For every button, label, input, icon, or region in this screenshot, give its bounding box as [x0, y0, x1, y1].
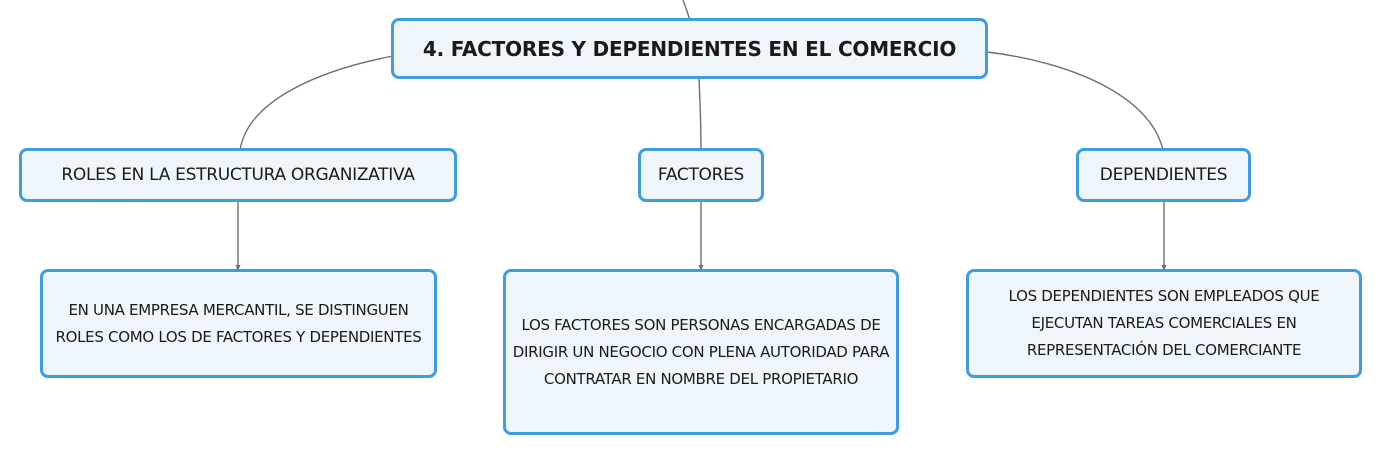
detail-text-factores: LOS FACTORES SON PERSONAS ENCARGADAS DE …	[512, 315, 890, 388]
branch-label-roles: ROLES EN LA ESTRUCTURA ORGANIZATIVA	[61, 165, 415, 185]
branch-node-factores[interactable]: FACTORES	[638, 148, 764, 202]
detail-text-roles: EN UNA EMPRESA MERCANTIL, SE DISTINGUEN …	[55, 300, 422, 346]
arrow-dependientes	[1161, 265, 1167, 271]
branch-label-dependientes: DEPENDIENTES	[1099, 165, 1228, 185]
connector-root-to-roles	[239, 55, 394, 151]
arrow-roles	[235, 265, 241, 271]
detail-node-factores[interactable]: LOS FACTORES SON PERSONAS ENCARGADAS DE …	[503, 269, 899, 435]
detail-node-dependientes[interactable]: LOS DEPENDIENTES SON EMPLEADOS QUE EJECU…	[966, 269, 1362, 378]
branch-node-roles[interactable]: ROLES EN LA ESTRUCTURA ORGANIZATIVA	[19, 148, 457, 202]
detail-text-dependientes: LOS DEPENDIENTES SON EMPLEADOS QUE EJECU…	[1008, 287, 1320, 359]
connector-root-to-factores	[698, 77, 702, 151]
root-node[interactable]: 4. FACTORES Y DEPENDIENTES EN EL COMERCI…	[391, 18, 988, 79]
arrow-factores	[698, 265, 704, 271]
detail-node-roles[interactable]: EN UNA EMPRESA MERCANTIL, SE DISTINGUEN …	[40, 269, 437, 378]
root-label: 4. FACTORES Y DEPENDIENTES EN EL COMERCI…	[422, 36, 957, 61]
connector-top-offscreen	[682, 0, 691, 21]
branch-node-dependientes[interactable]: DEPENDIENTES	[1076, 148, 1251, 202]
connector-root-to-dependientes	[986, 51, 1164, 151]
branch-label-factores: FACTORES	[657, 165, 745, 185]
